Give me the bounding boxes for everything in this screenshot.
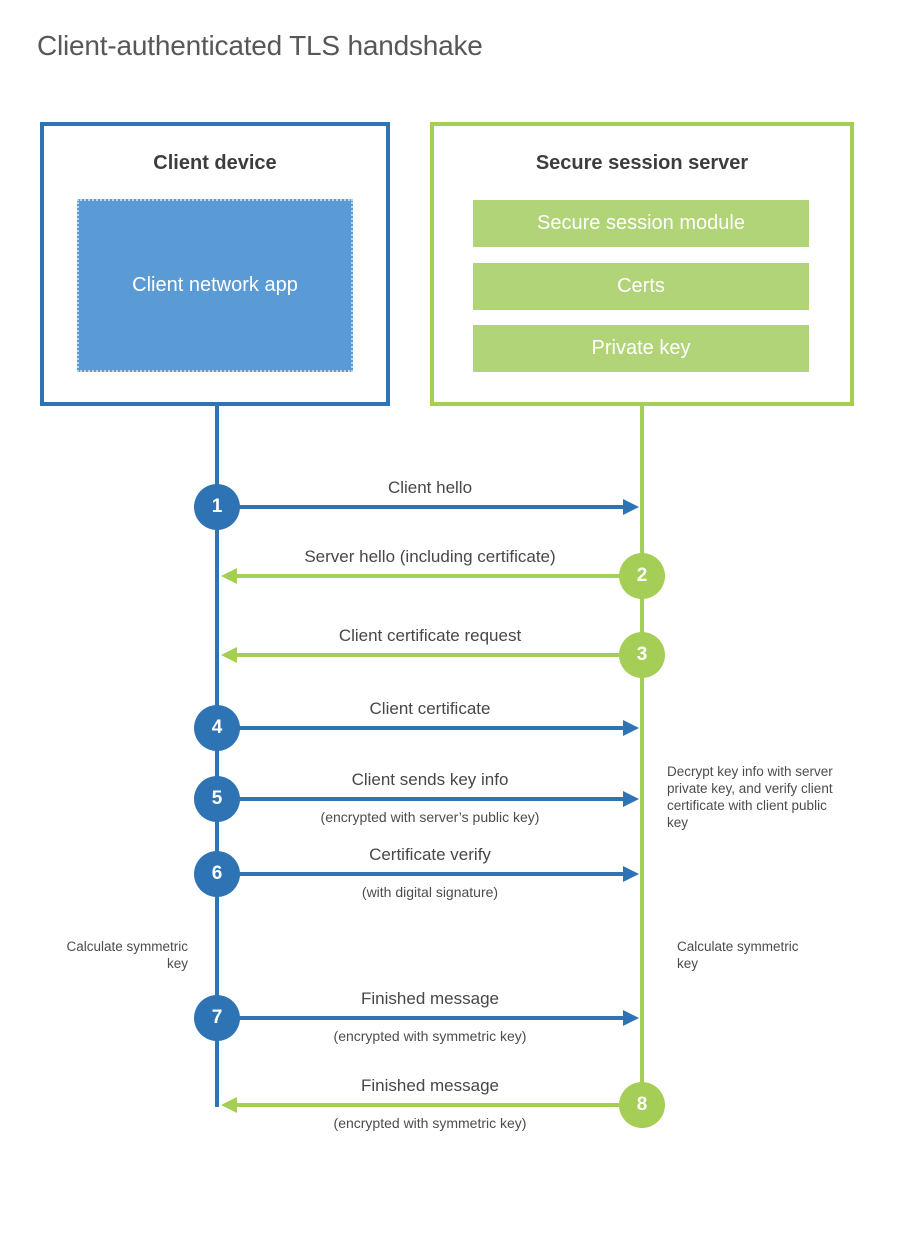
step-7-sublabel: (encrypted with symmetric key)	[333, 1028, 527, 1044]
step-2-label: Server hello (including certificate)	[304, 547, 556, 566]
page-title: Client-authenticated TLS handshake	[37, 30, 483, 61]
step-2-arrow	[221, 568, 642, 584]
step-3-badge: 3	[619, 632, 665, 678]
calculate-symmetric-key-right: Calculate symmetric key	[677, 939, 799, 971]
step-6-label: Certificate verify	[369, 845, 491, 864]
server-lifeline	[640, 406, 644, 1128]
step-8-arrow	[221, 1097, 642, 1113]
step-4-label: Client certificate	[369, 699, 491, 718]
step-6-sublabel: (with digital signature)	[361, 884, 499, 900]
client-device-title: Client device	[153, 152, 277, 174]
step-7-label: Finished message	[361, 989, 499, 1008]
server-box: Secure session server Secure session mod…	[430, 122, 854, 406]
step-5-badge: 5	[194, 776, 240, 822]
arrow-left-icon	[221, 647, 237, 663]
step-4-arrow	[217, 720, 639, 736]
step-3-label: Client certificate request	[338, 626, 522, 645]
step-8-label: Finished message	[361, 1076, 499, 1095]
step-6-arrow	[217, 866, 639, 882]
arrow-right-icon	[623, 499, 639, 515]
secure-session-module-bar: Secure session module	[473, 200, 809, 247]
decrypt-key-note: Decrypt key info with server private key…	[667, 764, 833, 830]
step-1-label: Client hello	[387, 478, 473, 497]
step-4-badge: 4	[194, 705, 240, 751]
client-network-app-box: Client network app	[77, 199, 353, 372]
step-5-label: Client sends key info	[351, 770, 509, 789]
step-7-arrow	[217, 1010, 639, 1026]
certs-bar: Certs	[473, 263, 809, 310]
arrow-left-icon	[221, 1097, 237, 1113]
server-title: Secure session server	[535, 152, 749, 174]
step-5-sublabel: (encrypted with server’s public key)	[320, 809, 540, 825]
step-8-badge: 8	[619, 1082, 665, 1128]
step-8-sublabel: (encrypted with symmetric key)	[333, 1115, 527, 1131]
step-1-arrow	[217, 499, 639, 515]
arrow-right-icon	[623, 720, 639, 736]
arrow-right-icon	[623, 791, 639, 807]
client-device-box: Client device Client network app	[40, 122, 390, 406]
client-lifeline	[215, 406, 219, 1107]
private-key-bar: Private key	[473, 325, 809, 372]
step-3-arrow	[221, 647, 642, 663]
client-network-app-label: Client network app	[132, 274, 298, 296]
step-7-badge: 7	[194, 995, 240, 1041]
step-1-badge: 1	[194, 484, 240, 530]
arrow-right-icon	[623, 866, 639, 882]
arrow-left-icon	[221, 568, 237, 584]
step-2-badge: 2	[619, 553, 665, 599]
step-5-arrow	[217, 791, 639, 807]
step-6-badge: 6	[194, 851, 240, 897]
arrow-right-icon	[623, 1010, 639, 1026]
calculate-symmetric-key-left: Calculate symmetric key	[66, 939, 188, 971]
